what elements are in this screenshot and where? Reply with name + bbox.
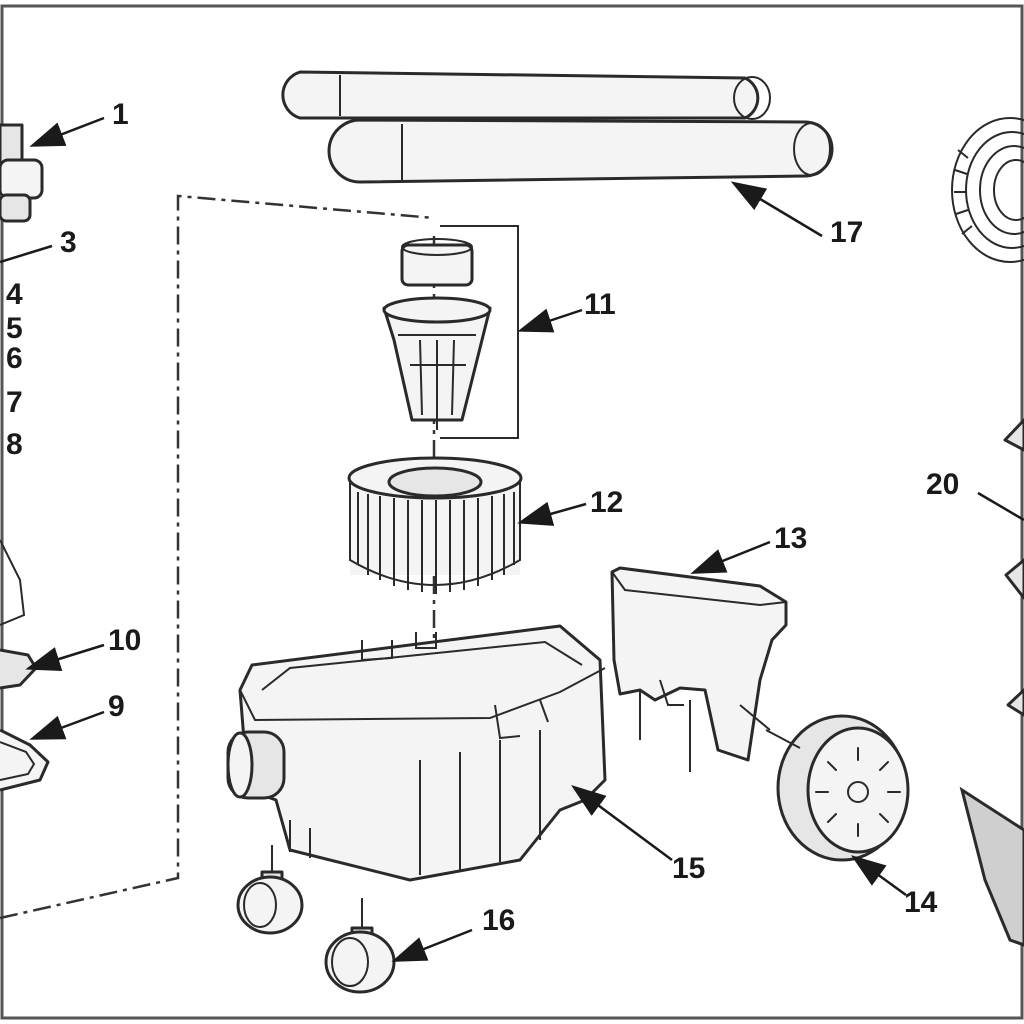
callout-3: 3 <box>60 226 77 259</box>
leader-3 <box>0 244 53 264</box>
leader-15 <box>570 785 673 862</box>
left-tube-fragment <box>0 539 26 626</box>
part-12-pleated-filter <box>347 456 523 594</box>
leader-13 <box>690 540 771 574</box>
callout-16: 16 <box>482 904 515 937</box>
part-20-fittings <box>1003 418 1024 717</box>
leader-11 <box>517 308 583 333</box>
frame-border <box>0 4 1024 1020</box>
part-13-handle <box>610 566 788 772</box>
part-15-tank <box>226 624 607 882</box>
leader-17 <box>730 181 823 238</box>
callout-11: 11 <box>584 288 616 321</box>
part-11-filter-cage <box>382 225 519 439</box>
callout-4: 4 <box>6 278 23 311</box>
leader-16 <box>391 928 473 962</box>
callout-17: 17 <box>830 216 863 249</box>
leader-9 <box>29 710 105 740</box>
callout-12: 12 <box>590 486 623 519</box>
callout-10: 10 <box>108 624 141 657</box>
callout-6: 6 <box>6 342 23 375</box>
callout-20: 20 <box>926 468 959 501</box>
leader-10 <box>25 643 105 672</box>
part-14-wheel <box>765 714 910 862</box>
part-9-gasket <box>0 728 50 792</box>
leader-12 <box>517 501 587 526</box>
nozzle-fragment <box>959 786 1024 947</box>
leader-20 <box>977 491 1024 522</box>
leader-1 <box>29 116 105 147</box>
callout-7: 7 <box>6 386 23 419</box>
assembly-guide-line <box>0 194 435 920</box>
callout-1: 1 <box>112 98 129 131</box>
hose-coil <box>951 117 1024 263</box>
callout-9: 9 <box>108 690 125 723</box>
part-1-latch <box>0 123 44 223</box>
callout-15: 15 <box>672 852 705 885</box>
callout-8: 8 <box>6 428 23 461</box>
callout-13: 13 <box>774 522 807 555</box>
callout-14: 14 <box>904 886 938 919</box>
callout-5: 5 <box>6 312 23 345</box>
leader-14 <box>850 855 907 897</box>
part-17-extension-wands <box>281 70 834 184</box>
part-16-caster-right <box>324 898 396 994</box>
part-16-caster-left <box>236 845 304 935</box>
